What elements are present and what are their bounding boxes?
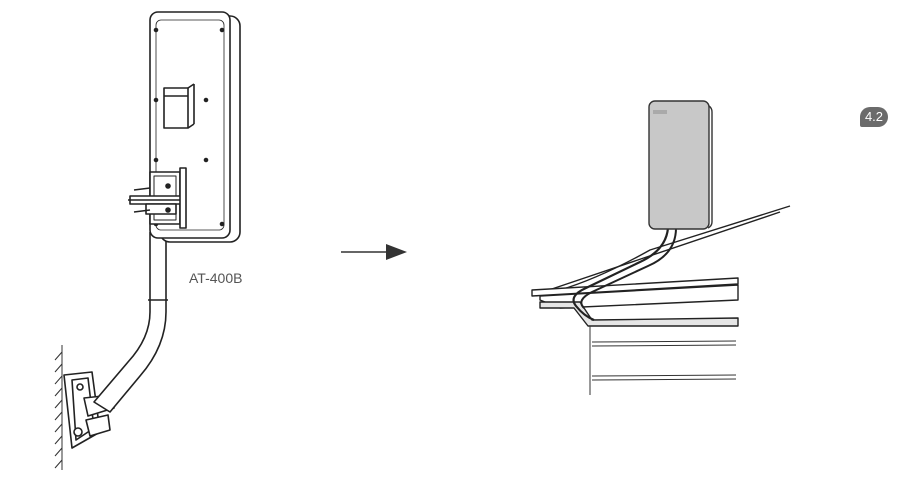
right-arrow-icon (341, 244, 407, 260)
antenna-mount-assembly (54, 11, 241, 470)
coax-cable (572, 227, 670, 322)
installed-antenna-on-roof (531, 100, 791, 395)
mounting-clamp (128, 167, 187, 229)
model-label: AT-400B (189, 270, 243, 286)
mounting-pole (93, 232, 167, 413)
gutter (539, 301, 739, 327)
roof-eave (531, 277, 739, 297)
step-badge: 4.2 (860, 107, 888, 127)
connector-box (163, 87, 189, 129)
installed-antenna-panel (648, 100, 710, 230)
house-siding (589, 326, 737, 395)
wall-hatching (54, 345, 63, 470)
